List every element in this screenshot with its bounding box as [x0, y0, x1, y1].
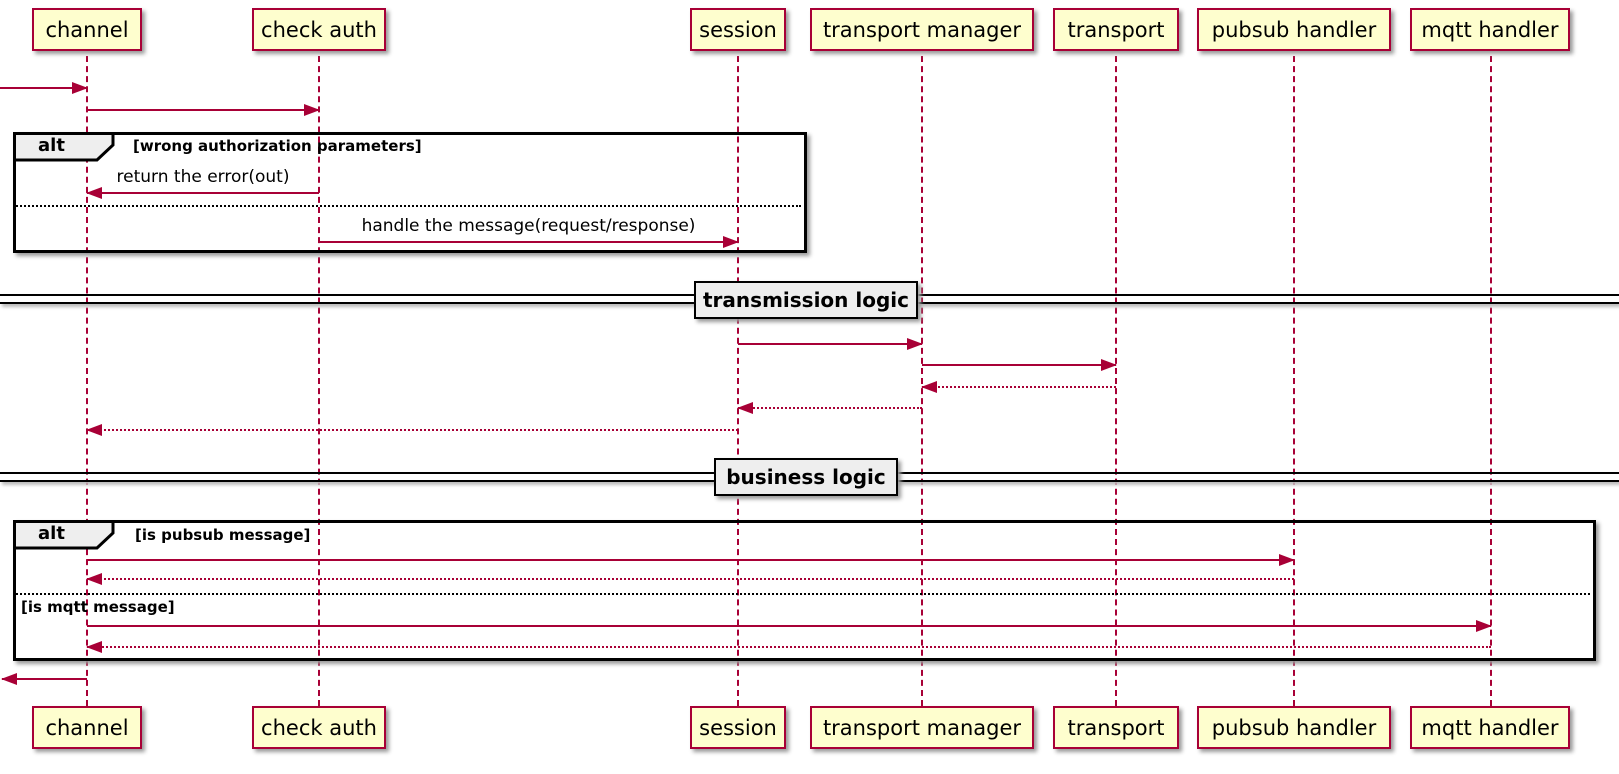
participant-check-auth-bottom: check auth: [252, 706, 386, 749]
arrowhead-left-icon: [921, 381, 937, 393]
alt-condition-pubsub: [is pubsub message]: [135, 526, 311, 544]
participant-label: session: [699, 17, 777, 42]
arrowhead-left-icon: [86, 424, 102, 436]
lifeline-transport: [1115, 56, 1117, 706]
arrowhead-right-icon: [723, 236, 739, 248]
participant-mqtt-handler-top: mqtt handler: [1410, 8, 1570, 51]
participant-transport-bottom: transport: [1053, 706, 1179, 749]
lifeline-mqtt-handler: [1490, 56, 1492, 706]
participant-check-auth-top: check auth: [252, 8, 386, 51]
divider-business-logic: business logic: [714, 458, 898, 496]
participant-transport-manager-top: transport manager: [810, 8, 1034, 51]
message-label: return the error(out): [116, 167, 290, 187]
participant-channel-top: channel: [32, 8, 142, 51]
alt-fragment-auth: [13, 132, 807, 253]
lifeline-session: [737, 56, 739, 706]
arrowhead-right-icon: [304, 104, 320, 116]
divider-label: business logic: [726, 465, 886, 489]
participant-mqtt-handler-bottom: mqtt handler: [1410, 706, 1570, 749]
message-line: [0, 87, 87, 89]
participant-label: pubsub handler: [1211, 17, 1377, 42]
message-label: handle the message(request/response): [361, 216, 696, 236]
alt-operator-label: alt: [38, 135, 65, 156]
participant-label: check auth: [261, 17, 377, 42]
alt-condition-mqtt: [is mqtt message]: [21, 598, 175, 616]
message-line: [87, 559, 1294, 561]
participant-label: mqtt handler: [1421, 17, 1559, 42]
message-line: [922, 364, 1116, 366]
participant-channel-bottom: channel: [32, 706, 142, 749]
participant-session-bottom: session: [690, 706, 786, 749]
divider-label: transmission logic: [703, 288, 909, 312]
participant-pubsub-handler-bottom: pubsub handler: [1197, 706, 1391, 749]
participant-label: transport manager: [822, 17, 1022, 42]
alt-operator-label: alt: [38, 523, 65, 544]
participant-label: session: [699, 715, 777, 740]
participant-pubsub-handler-top: pubsub handler: [1197, 8, 1391, 51]
lifeline-check-auth: [318, 56, 320, 706]
arrowhead-right-icon: [1279, 554, 1295, 566]
divider-transmission-logic: transmission logic: [694, 281, 918, 319]
arrowhead-left-icon: [86, 187, 102, 199]
alt-condition-auth: [wrong authorization parameters]: [133, 137, 422, 155]
arrowhead-left-icon: [86, 641, 102, 653]
participant-label: transport manager: [822, 715, 1022, 740]
alt-operator-pentagon: [13, 132, 115, 162]
alt-else-separator-business: [13, 593, 1590, 595]
message-line: [87, 429, 738, 431]
participant-label: transport: [1067, 715, 1165, 740]
alt-fragment-business: [13, 520, 1596, 661]
arrowhead-right-icon: [1101, 359, 1117, 371]
alt-else-separator-auth: [13, 205, 801, 207]
message-line: [2, 678, 87, 680]
message-line: [87, 646, 1491, 648]
message-line: [87, 578, 1294, 580]
arrowhead-right-icon: [1476, 620, 1492, 632]
message-line: [738, 343, 922, 345]
participant-transport-top: transport: [1053, 8, 1179, 51]
participant-session-top: session: [690, 8, 786, 51]
participant-label: channel: [45, 17, 129, 42]
message-line: [87, 192, 319, 194]
arrowhead-left-icon: [1, 673, 17, 685]
participant-label: pubsub handler: [1211, 715, 1377, 740]
arrowhead-right-icon: [907, 338, 923, 350]
message-line: [319, 241, 738, 243]
alt-operator-pentagon: [13, 520, 115, 550]
participant-label: check auth: [261, 715, 377, 740]
arrowhead-left-icon: [737, 402, 753, 414]
message-line: [922, 386, 1116, 388]
arrowhead-right-icon: [72, 82, 88, 94]
arrowhead-left-icon: [86, 573, 102, 585]
lifeline-channel: [86, 56, 88, 706]
message-line: [87, 109, 319, 111]
participant-label: channel: [45, 715, 129, 740]
participant-label: transport: [1067, 17, 1165, 42]
message-line: [738, 407, 922, 409]
lifeline-pubsub-handler: [1293, 56, 1295, 706]
participant-transport-manager-bottom: transport manager: [810, 706, 1034, 749]
participant-label: mqtt handler: [1421, 715, 1559, 740]
message-line: [87, 625, 1491, 627]
